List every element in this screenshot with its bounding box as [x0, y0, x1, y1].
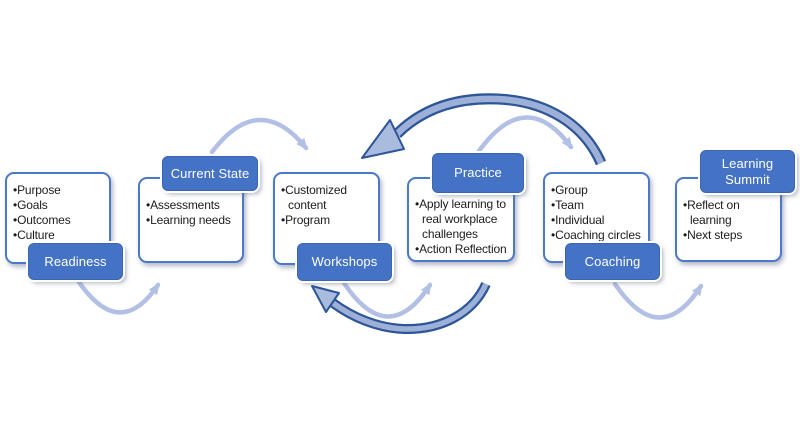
stage-label-learning-summit: Learning Summit	[700, 150, 795, 193]
bullet-item: Program	[281, 213, 375, 228]
stage-label-readiness: Readiness	[28, 243, 123, 280]
bullet-item: Group	[551, 183, 645, 198]
stage-bullets: Group Team Individual Coaching circles	[551, 183, 645, 243]
arrow-practice-to-coaching	[476, 115, 574, 154]
arrow-practice-to-workshops	[311, 281, 491, 335]
stage-bullets: Assessments Learning needs	[146, 198, 239, 228]
bullet-item: Apply learning to real workplace challen…	[415, 197, 510, 242]
bullet-item: Goals	[13, 198, 106, 213]
arrow-current-state-to-workshops	[209, 117, 309, 155]
bullet-item: Reflect on learning	[683, 198, 777, 228]
stage-bullets: Apply learning to real workplace challen…	[415, 197, 510, 257]
stage-label-coaching: Coaching	[565, 243, 660, 280]
bullet-item: Culture	[13, 228, 106, 243]
bullet-item: Coaching circles	[551, 228, 645, 243]
bullet-item: Purpose	[13, 183, 106, 198]
bullet-item: Assessments	[146, 198, 239, 213]
bullet-item: Learning needs	[146, 213, 239, 228]
dark-arrowhead-icon	[311, 285, 340, 313]
bullet-item: Customized content	[281, 183, 375, 213]
dark-arrow-outline	[330, 281, 491, 335]
bullet-item: Next steps	[683, 228, 777, 243]
stage-box-current-state: Assessments Learning needs	[138, 177, 244, 263]
stage-bullets: Reflect on learning Next steps	[683, 198, 777, 243]
stage-bullets: Customized content Program	[281, 183, 375, 228]
bullet-item: Action Reflection	[415, 242, 510, 257]
arrow-readiness-to-current-state	[72, 273, 161, 315]
arrow-workshops-to-practice	[341, 280, 433, 319]
bullet-item: Team	[551, 198, 645, 213]
stage-label-current-state: Current State	[162, 156, 258, 191]
dark-arrow-shaft	[331, 282, 489, 332]
dark-arrowhead-icon	[361, 119, 405, 159]
stage-label-practice: Practice	[432, 153, 524, 193]
stage-bullets: Purpose Goals Outcomes Culture	[13, 183, 106, 243]
bullet-item: Outcomes	[13, 213, 106, 228]
arrow-coaching-to-learning-summit	[612, 281, 704, 320]
stage-label-workshops: Workshops	[297, 243, 392, 281]
bullet-item: Individual	[551, 213, 645, 228]
